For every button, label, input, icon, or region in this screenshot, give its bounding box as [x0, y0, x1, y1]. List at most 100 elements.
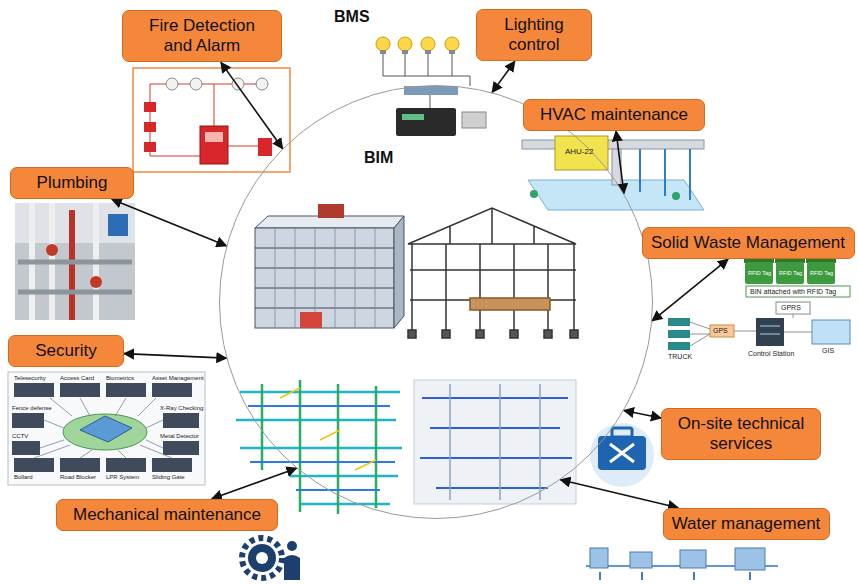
illustration-label: AHU-22	[565, 148, 593, 157]
guard-illustration-part	[163, 413, 199, 428]
tank-illustration-part	[680, 550, 706, 568]
guard-illustration-part	[60, 383, 100, 397]
illustration-label: Metal Detector	[160, 433, 199, 440]
node-label: Plumbing	[37, 173, 108, 193]
connector-arrow	[212, 468, 297, 499]
illustration-label: RFID Tag	[779, 270, 802, 276]
frame-model-part	[544, 330, 552, 338]
fire-panel-illustration-part	[190, 78, 202, 90]
service-box: Lighting control	[476, 9, 592, 62]
lamp-illustration-part	[404, 86, 458, 95]
bin-tracking-illustration	[668, 259, 850, 350]
fire-panel-illustration	[133, 68, 290, 172]
lamp-illustration-part	[421, 37, 435, 51]
lamp-illustration-part	[402, 114, 424, 120]
fire-panel-illustration-part	[133, 68, 290, 172]
bin-tracking-illustration-part	[668, 318, 690, 326]
illustration-label: RFID Tag	[748, 270, 771, 276]
connector-arrow	[560, 480, 678, 508]
tank-illustration-part	[600, 572, 750, 580]
guard-illustration-part	[12, 413, 44, 428]
node-label: Lighting control	[494, 15, 574, 56]
connector-arrow	[616, 131, 624, 193]
frame-model-part	[408, 330, 416, 338]
node-label: HVAC maintenance	[540, 105, 688, 125]
gear-icon-part	[242, 538, 282, 578]
piping-model-part	[450, 384, 540, 500]
duct-illustration-part	[672, 192, 680, 200]
pipe-photo-part	[18, 262, 132, 292]
guard-illustration-part	[80, 416, 132, 442]
building-model-part	[318, 204, 344, 218]
gear-icon-part	[248, 544, 276, 572]
guard-illustration-part	[63, 414, 147, 450]
pipe-photo-part	[46, 244, 58, 256]
piping-model	[414, 380, 576, 504]
illustration-label: RFID Tag	[810, 270, 833, 276]
building-model	[255, 204, 404, 328]
fire-panel-illustration-part	[144, 102, 156, 112]
illustration-label: TRUCK	[668, 353, 692, 361]
guard-illustration	[8, 372, 205, 485]
lamp-illustration-part	[430, 95, 431, 108]
pipe-photo	[15, 203, 135, 320]
frame-model-part	[470, 298, 550, 310]
toolbox-illustration-part	[590, 423, 654, 487]
guard-illustration-part	[14, 458, 54, 472]
pipe-photo-part	[90, 276, 102, 288]
frame-model-part	[412, 244, 574, 330]
illustration-label: Access Card	[60, 375, 94, 382]
fire-panel-illustration-part	[144, 122, 156, 132]
building-model-part	[275, 228, 375, 328]
toolbox-illustration	[590, 423, 654, 487]
frame-model-part	[408, 208, 576, 244]
bin-tracking-illustration-part	[668, 342, 690, 350]
gear-icon	[242, 538, 300, 580]
pipe-photo-part	[69, 210, 75, 320]
illustration-label: Asset Management	[152, 375, 204, 382]
node-label: Water management	[672, 514, 821, 534]
illustration-label: BIN attached with RFID Tag	[750, 288, 836, 296]
lamp-illustration-part	[445, 37, 459, 51]
fire-panel-illustration-part	[256, 78, 268, 90]
guard-illustration-part	[8, 372, 205, 485]
connector-arrow	[624, 411, 661, 418]
toolbox-illustration-part	[598, 436, 646, 470]
node-label: BIM	[364, 149, 393, 167]
illustration-label: Control Station	[748, 350, 794, 358]
frame-model-part	[442, 330, 450, 338]
building-model-part	[255, 248, 394, 308]
illustration-label: GPS	[713, 327, 728, 335]
pipe-photo-part	[15, 203, 135, 320]
illustration-label: LPR System	[106, 474, 139, 481]
service-box: HVAC maintenance	[523, 99, 705, 131]
lamp-illustration-part	[425, 50, 431, 54]
illustration-label: X-Ray Checking	[160, 405, 203, 412]
connector-arrow	[221, 62, 283, 148]
node-label: Mechanical maintenance	[73, 505, 261, 525]
tank-illustration-part	[735, 548, 765, 570]
bin-tracking-illustration-part	[690, 314, 812, 346]
bin-tracking-illustration-part	[710, 325, 734, 337]
diagram-title: BMS	[334, 8, 370, 26]
node-label: Security	[35, 341, 96, 361]
gear-icon-part	[287, 541, 297, 551]
illustration-label: GIS	[822, 347, 834, 355]
bin-tracking-illustration-part	[746, 286, 850, 297]
gear-icon-part	[256, 552, 268, 564]
illustration-label: GPRS	[781, 304, 801, 312]
frame-model	[408, 208, 578, 338]
mep-model	[236, 380, 402, 514]
tank-illustration	[586, 548, 778, 580]
bin-tracking-illustration-part	[756, 318, 784, 346]
lamp-illustration-part	[462, 112, 486, 128]
gear-icon-part	[284, 555, 300, 580]
connector-arrow	[112, 199, 227, 246]
service-box: Solid Waste Management	[642, 227, 855, 259]
illustration-label: Biometrics	[106, 375, 134, 382]
connector-arrow	[124, 354, 226, 359]
duct-illustration-part	[530, 190, 538, 198]
bin-tracking-illustration-part	[807, 262, 835, 284]
guard-illustration-part	[152, 383, 192, 397]
